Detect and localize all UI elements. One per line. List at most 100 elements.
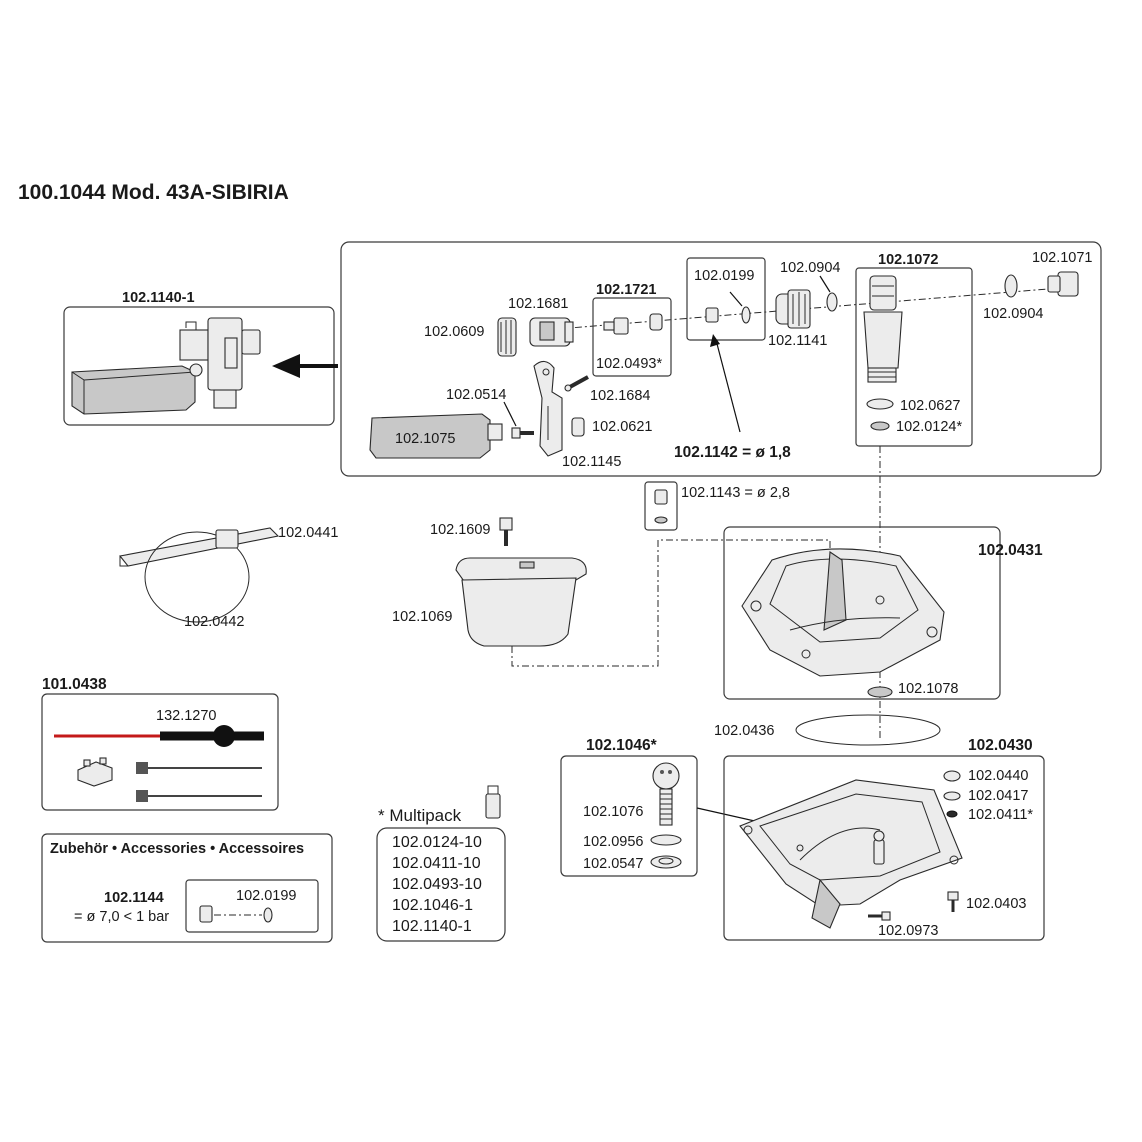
label-102-1681: 102.1681 [508,296,568,312]
part-102-0411-o-ring [946,810,958,818]
label-101-0438: 101.0438 [42,676,107,693]
label-102-0417: 102.0417 [968,788,1028,804]
label-102-0411: 102.0411* [968,807,1033,823]
label-102-1076: 102.1076 [583,804,643,820]
part-102-1078-seal [867,686,893,698]
label-102-1145: 102.1145 [562,454,621,470]
part-102-0403-screw [947,891,959,912]
label-102-0442: 102.0442 [184,614,244,630]
label-102-0493: 102.0493* [596,356,662,372]
label-132-1270: 132.1270 [156,708,216,724]
label-102-1609: 102.1609 [430,522,490,538]
leader-102-1142-arrow [710,334,720,347]
part-102-0431-bowl [741,548,945,677]
part-102-1145-lever [533,360,563,457]
part-102-0973-screw [868,911,891,921]
cover-axis [511,539,831,667]
accessories-header: Zubehör • Accessories • Accessoires [50,841,304,857]
label-102-0199-acc: 102.0199 [236,888,296,904]
label-102-1144: 102.1144 [104,890,164,906]
base-box [723,755,1045,941]
part-102-0904-washer-b [1004,274,1018,298]
valve-group: 102.1140-1 102.0609 [63,241,1102,477]
leader-102-1142 [715,339,741,433]
part-102-0609-nut [497,317,517,357]
part-102-1069-cover [455,557,587,647]
label-102-0441: 102.0441 [278,525,338,541]
part-102-0440-nut [943,770,961,782]
part-102-0956-washer [650,834,682,846]
leader-0904-a [819,275,831,293]
valve-group-box [340,241,1102,477]
label-102-0973: 102.0973 [878,923,938,939]
accessories-box [41,833,333,943]
label-102-0621: 102.0621 [592,419,652,435]
label-102-0199: 102.0199 [694,268,754,284]
multipack-header: * Multipack [378,806,462,825]
part-102-1141-fitting [775,289,811,329]
multipack-item-2: 102.0411-10 [392,855,481,872]
bowl-box [723,526,1001,700]
part-102-1075-float [369,413,503,459]
part-102-0441-clamp-rail [118,527,280,623]
label-102-1684: 102.1684 [590,388,650,404]
accessories-desc: = ø 7,0 < 1 bar [74,909,169,925]
label-102-0440: 102.0440 [968,768,1028,784]
part-102-1609-screw [499,517,513,546]
label-102-0430: 102.0430 [968,737,1033,754]
part-102-1684-pin [564,375,589,392]
label-102-1141: 102.1141 [768,333,827,349]
part-102-0547-nut [650,855,682,869]
part-base-valve-stem [873,830,885,865]
ball-group-box [560,755,698,877]
label-102-0956: 102.0956 [583,834,643,850]
label-102-0904-a: 102.0904 [780,260,840,276]
label-102-0431: 102.0431 [978,542,1043,559]
multipack-item-4: 102.1046-1 [392,897,473,914]
label-102-0904-b: 102.0904 [983,306,1043,322]
part-102-1681-valve-body [529,317,574,347]
label-102-0403: 102.0403 [966,896,1026,912]
label-102-0514: 102.0514 [446,387,506,403]
part-102-0417-washer [943,791,961,801]
label-102-1721: 102.1721 [596,282,656,298]
multipack-item-5: 102.1140-1 [392,918,472,935]
part-102-0436-o-ring [795,714,941,746]
part-102-1076-ball-valve [652,762,680,826]
assembly-arrow [272,354,338,378]
part-102-0514-screw [503,401,534,439]
label-102-0627: 102.0627 [900,398,960,414]
part-102-0430-base-bowl [739,779,963,929]
multipack-icon [485,785,501,819]
multipack-item-3: 102.0493-10 [392,876,482,893]
label-102-0609: 102.0609 [424,324,484,340]
label-102-1075: 102.1075 [395,431,455,447]
part-102-0199-nozzle [705,291,751,324]
heater-box [41,693,279,811]
sub-box-102-0199 [686,257,766,341]
label-102-1078: 102.1078 [898,681,958,697]
label-102-1072: 102.1072 [878,252,938,268]
label-102-1069: 102.1069 [392,609,452,625]
part-102-1143-nozzle [644,481,678,531]
label-102-0124: 102.0124* [896,419,962,435]
sub-box-102-1721 [592,297,672,377]
label-102-0436: 102.0436 [714,723,774,739]
diagram-title: 100.1044 Mod. 43A-SIBIRIA [18,181,289,204]
part-102-1721-insert [603,313,663,335]
part-102-0904-washer-a [826,292,838,312]
label-102-1142: 102.1142 = ø 1,8 [674,444,791,461]
sub-box-102-1072 [855,267,973,447]
heater-cable-image [54,725,264,802]
assembled-valve-image [71,317,261,415]
label-102-1143: 102.1143 = ø 2,8 [681,485,790,501]
part-102-1071-cap [1047,271,1079,297]
part-102-0621-knob [571,417,585,437]
multipack-item-1: 102.0124-10 [392,834,482,851]
part-102-1072-valve-housing [863,275,903,431]
label-102-0547: 102.0547 [583,856,643,872]
assembled-valve-label: 102.1140-1 [122,290,195,306]
label-102-1071: 102.1071 [1032,250,1092,266]
accessories-sub-box [185,879,319,933]
label-102-1046: 102.1046* [586,737,658,754]
